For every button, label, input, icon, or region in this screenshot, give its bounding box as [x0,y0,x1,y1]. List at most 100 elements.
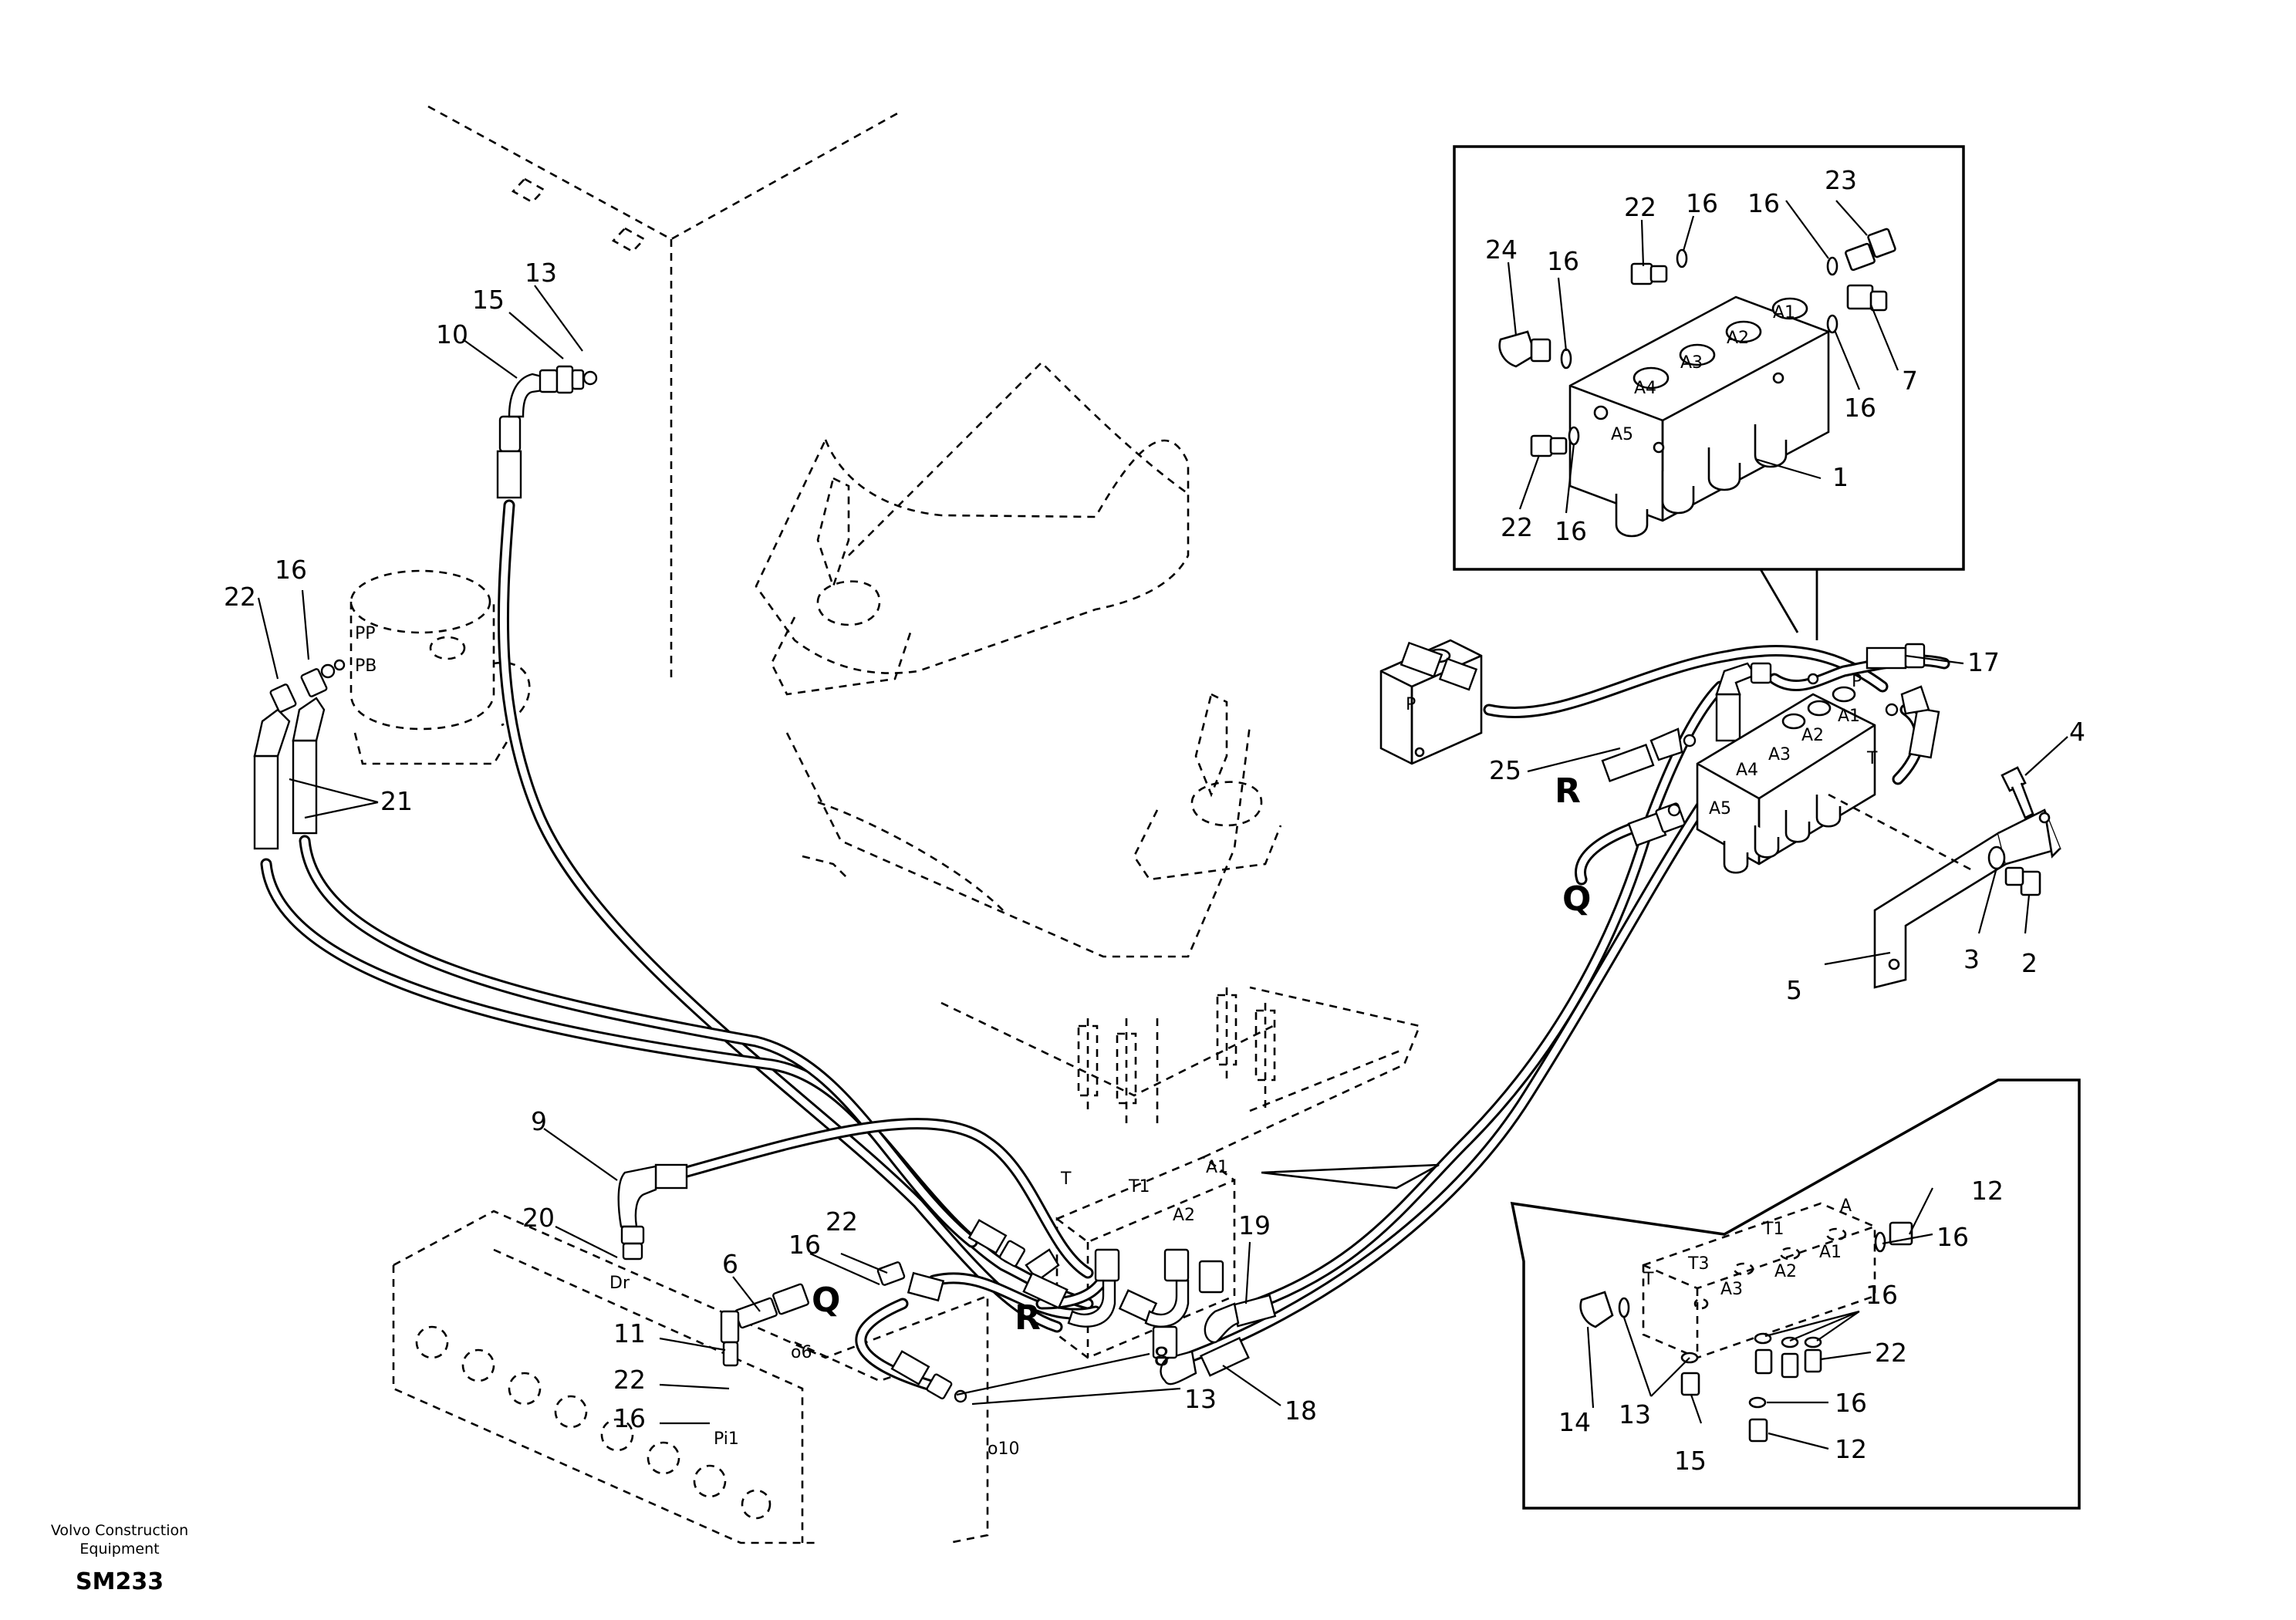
port-label: A5 [1709,799,1731,818]
port-label: A1 [1838,707,1860,726]
callout-22b: 22 [613,1365,646,1395]
callout-12b: 12 [1835,1434,1867,1464]
drawing-code: SM233 [76,1568,164,1595]
callout-16g: 16 [1844,393,1876,423]
hose-18-long [1182,734,1757,1364]
callout-15a: 15 [472,285,505,315]
callout-23: 23 [1825,165,1857,195]
callout-4: 4 [2069,717,2085,747]
callout-numbers: 13 15 10 16 22 21 9 20 6 11 22 16 16 22 … [224,165,2085,1476]
port-label: A1 [1773,303,1795,322]
port-label: T3 [1687,1254,1709,1274]
callout-1: 1 [1832,462,1849,492]
callout-16a: 16 [275,555,307,585]
port-label: Pi1 [714,1429,739,1449]
callout-16f: 16 [1547,246,1579,276]
callout-12a: 12 [1971,1176,2004,1206]
port-label: T1 [1762,1220,1784,1239]
port-label: PB [355,656,376,676]
connection-q-left: Q [812,1281,840,1320]
port-label: T1 [1128,1177,1150,1196]
callout-16b: 16 [613,1403,646,1433]
port-label: A5 [1611,425,1633,444]
port-label: A2 [1727,329,1749,348]
connection-q-right: Q [1562,879,1591,919]
brand-line-1: Volvo Construction [51,1522,188,1539]
callout-16h: 16 [1555,516,1587,546]
port-label: T [1643,1270,1654,1289]
callout-20: 20 [522,1203,555,1233]
connection-r-left: R [1015,1298,1041,1338]
callout-10a: 10 [436,319,468,349]
port-label: Dr [609,1274,630,1293]
hose-pump-21-b [299,835,978,1248]
footer: Volvo Construction Equipment SM233 [51,1522,188,1595]
washer-3 [1987,845,2006,870]
callout-7: 7 [1902,366,1918,396]
bracket-5 [1828,793,2061,989]
port-label: P [1852,672,1862,691]
port-label: A3 [1720,1280,1743,1299]
control-valve-block-dashed [392,1210,989,1544]
port-label: A3 [1768,745,1791,764]
connection-r-right: R [1555,771,1581,811]
hose-9 [650,1118,1094,1279]
callout-9: 9 [531,1106,547,1136]
port-label: A4 [1736,761,1758,780]
callout-13b: 13 [1184,1384,1217,1414]
port-label: A2 [1173,1206,1195,1225]
callout-5: 5 [1786,975,1802,1005]
port-label: A2 [1774,1262,1797,1281]
callout-22d: 22 [1624,192,1656,222]
callout-16c: 16 [788,1230,821,1260]
inset-pointer [1261,1163,1440,1190]
callout-18: 18 [1285,1396,1317,1426]
port-label: T [1866,749,1878,768]
callout-24: 24 [1485,235,1518,265]
callout-22a: 22 [224,582,256,612]
callout-16d: 16 [1686,188,1718,218]
hose-8 [855,1298,947,1395]
callout-17: 17 [1967,647,2000,677]
callout-13c: 13 [1619,1399,1651,1429]
port-label: o10 [988,1439,1019,1459]
port-label: PP [355,624,376,643]
callout-3: 3 [1963,944,1980,974]
joystick-left-dashed [770,477,912,696]
port-label: A [1840,1196,1852,1216]
hose-long-left-10 [497,499,1063,1333]
callout-16e: 16 [1747,188,1780,218]
pressure-tank-block [1379,639,1483,765]
bolt-2 [2004,866,2041,896]
leader-lines [257,200,2068,1450]
callout-21: 21 [380,786,413,816]
hose-pump-21-a [260,858,1094,1310]
hose-block-17-loop [1483,645,1889,718]
port-label: o6 [791,1343,812,1362]
pilot-valve-block-main [1696,686,1876,874]
callout-16i: 16 [1936,1222,1969,1252]
port-label: A1 [1819,1243,1842,1262]
callout-6: 6 [722,1249,738,1279]
port-label: T [1060,1169,1072,1189]
callout-25: 25 [1489,755,1521,785]
callout-8: 8 [1153,1342,1170,1372]
callout-2: 2 [2021,948,2038,978]
callout-22c: 22 [826,1207,858,1237]
port-label: A2 [1801,726,1824,745]
callout-14: 14 [1558,1407,1591,1437]
cab-frame-dashed [427,105,900,679]
port-label: A4 [1634,379,1656,398]
port-label: A3 [1680,353,1703,373]
callout-15b: 15 [1674,1446,1707,1476]
inset-manifold-detail [1510,1078,2081,1510]
callout-22f: 22 [1875,1338,1907,1368]
callout-22e: 22 [1501,512,1533,542]
joystick-right-dashed [1133,693,1282,881]
callout-16j: 16 [1866,1280,1898,1310]
inset-pilot-valve-detail [1453,145,1965,640]
port-labels: PP PB Dr Pi1 o6 o10 T T1 A1 A2 A1 A2 A3 … [355,303,1878,1459]
callout-19: 19 [1238,1210,1271,1240]
seat-dashed-outline [755,361,1274,1097]
